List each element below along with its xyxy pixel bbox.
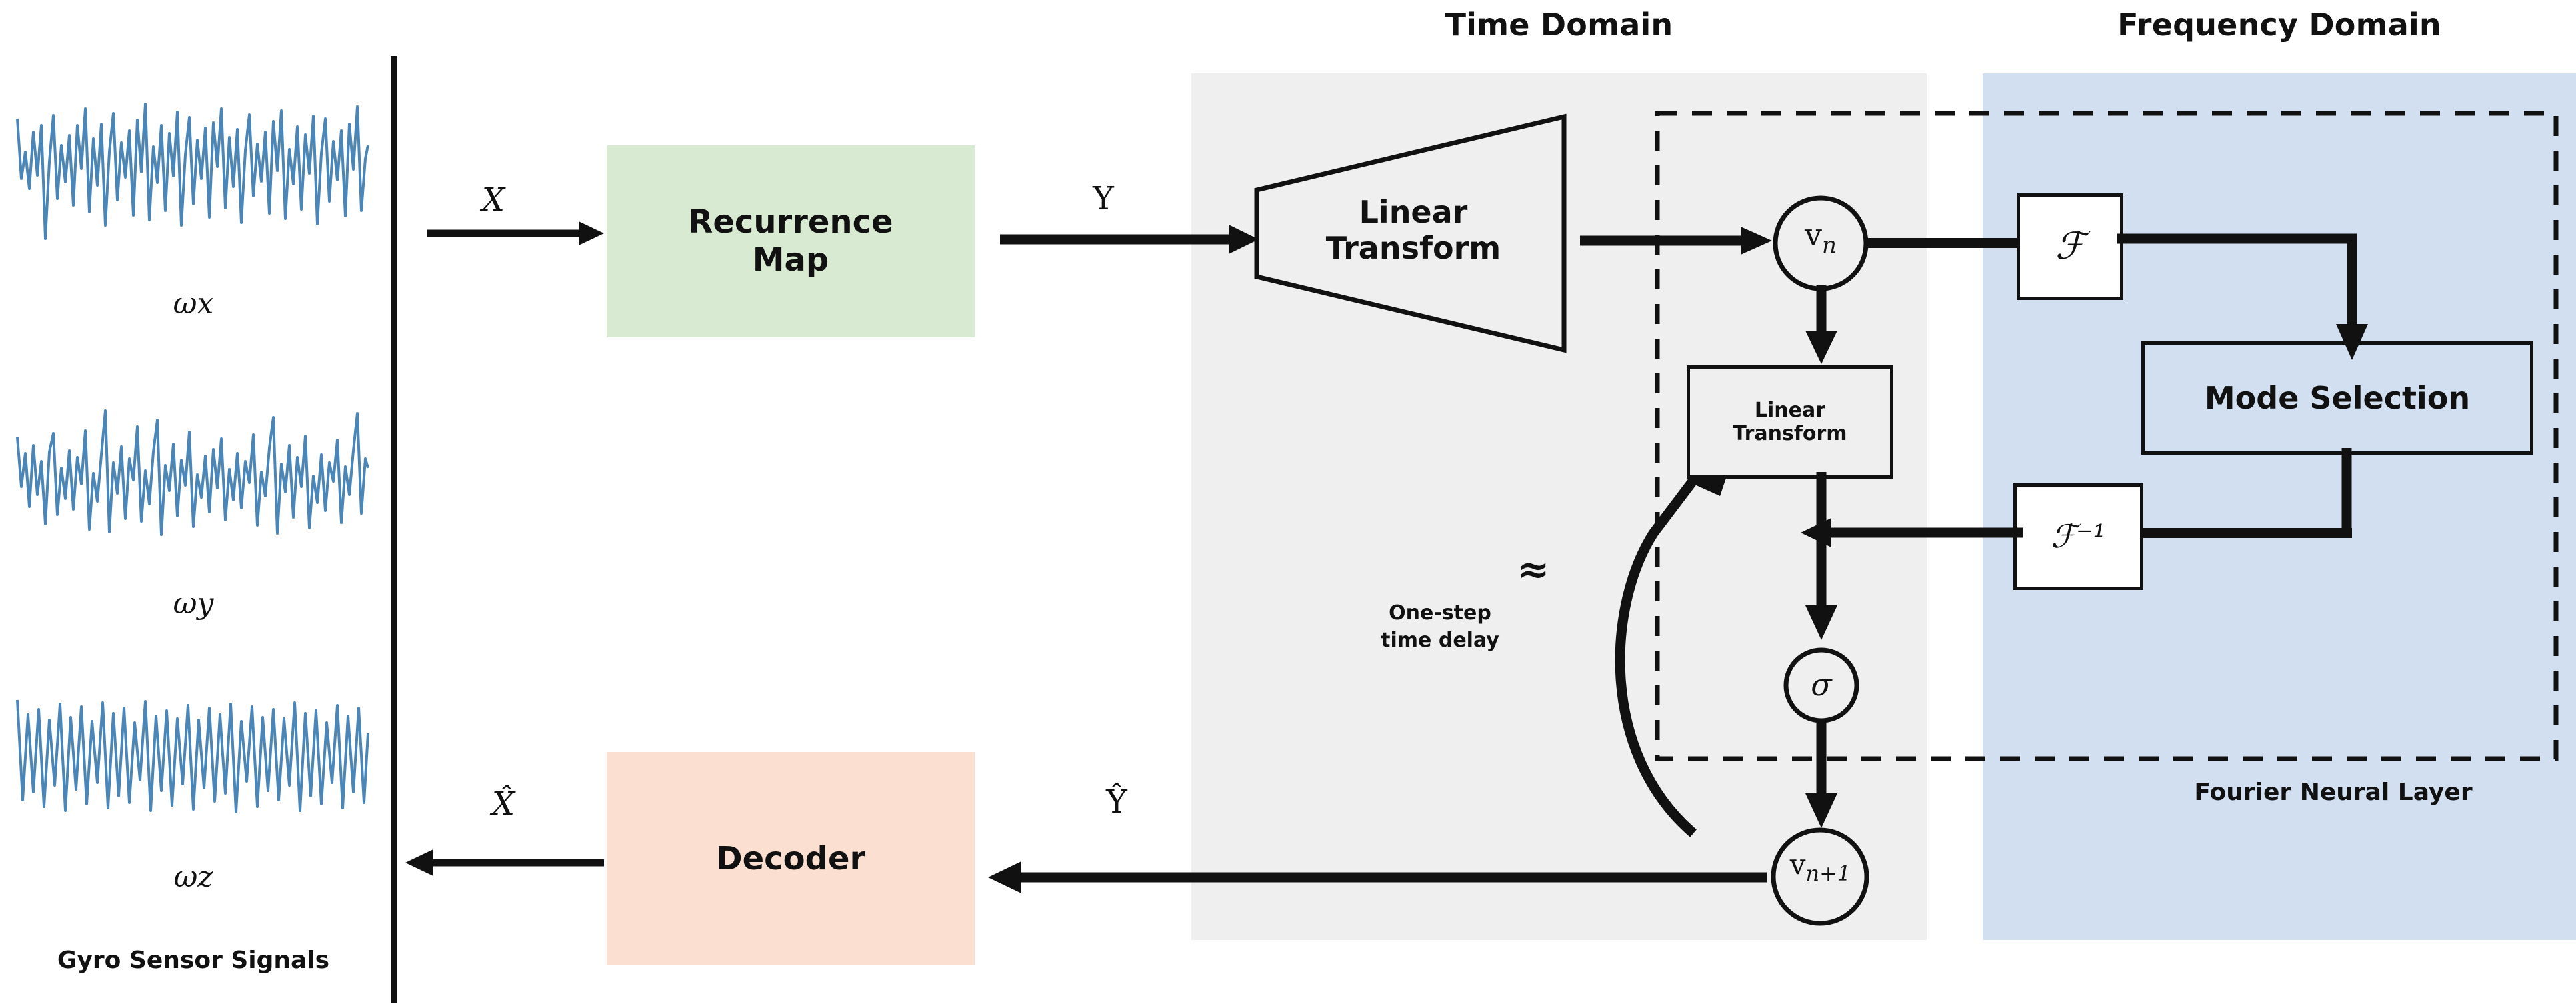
arrow-linear-transform-to-vn (1580, 227, 1772, 255)
mode-selection-label: Mode Selection (2204, 379, 2471, 416)
edge-inverse-fourier-right-leg (2133, 528, 2352, 538)
node-sigma-circle[interactable] (1781, 645, 1861, 725)
one-step-time-delay-label: One-step time delay (1327, 600, 1553, 654)
linear-transform-big-label: Linear Transform (1260, 153, 1567, 307)
edge-mode-selection-to-inverse-fourier (2341, 448, 2352, 538)
recurrence-map-label-line2: Map (752, 241, 829, 279)
node-vn-base: v (1805, 217, 1823, 253)
fourier-neural-layer-label: Fourier Neural Layer (2194, 779, 2473, 806)
node-vnp1-circle[interactable] (1765, 825, 1875, 929)
signal-label-omega-x: ωx (173, 287, 214, 321)
arrow-sigma-to-vnp1 (1805, 723, 1837, 828)
time-domain-title: Time Domain (1445, 7, 1673, 43)
small-linear-transform-block[interactable]: Linear Transform (1687, 365, 1893, 479)
recurrence-map-label-line1: Recurrence (688, 203, 893, 241)
arrow-small-linear-transform-to-sigma (1805, 472, 1837, 640)
edge-label-y: Y (1093, 180, 1114, 217)
signal-trace-omega-z (16, 699, 369, 813)
decoder-label: Decoder (715, 839, 866, 877)
arrow-x-to-recurrence-map (427, 221, 604, 245)
delay-line-2: time delay (1381, 628, 1499, 652)
fourier-neural-layer-dashed-box (1655, 111, 2559, 761)
decoder-block[interactable]: Decoder (607, 752, 975, 965)
linear-transform-big-line2: Transform (1325, 230, 1501, 266)
inverse-fourier-transform-block[interactable]: ℱ⁻¹ (2013, 483, 2143, 590)
mode-selection-block[interactable]: Mode Selection (2141, 341, 2533, 455)
node-vnp1-subscript: n+1 (1805, 861, 1851, 887)
linear-transform-big-line1: Linear (1359, 193, 1468, 230)
signals-panel-caption: Gyro Sensor Signals (57, 947, 330, 974)
edge-label-x-in: X (481, 181, 505, 219)
signal-label-omega-y: ωy (173, 587, 214, 621)
arrow-y-to-linear-transform (1000, 225, 1259, 254)
edge-label-y-hat: Ŷ (1106, 783, 1127, 821)
node-vn-subscript: n (1822, 231, 1837, 259)
arrow-vnp1-to-decoder (988, 861, 1767, 893)
arrow-vn-to-small-linear-transform (1805, 285, 1837, 364)
edge-vn-to-fourier (1867, 238, 2020, 248)
linear-transform-trapezoid[interactable] (1253, 113, 1573, 353)
edge-label-x-hat: X̂ (491, 785, 515, 823)
node-vn-label: vn (1771, 217, 1871, 259)
panel-divider (391, 56, 397, 1003)
node-vnp1-label: vn+1 (1765, 848, 1875, 886)
arrow-decoder-to-signals (405, 849, 604, 876)
fourier-transform-block[interactable]: ℱ (2017, 193, 2123, 300)
time-domain-region (1191, 73, 1927, 940)
approx-symbol: ≈ (1517, 547, 1550, 592)
node-vnp1-base: v (1789, 848, 1806, 881)
recurrence-map-block[interactable]: Recurrence Map (607, 145, 975, 337)
frequency-domain-title: Frequency Domain (2117, 7, 2441, 43)
small-linear-transform-line1: Linear (1754, 398, 1826, 422)
signal-trace-omega-x (16, 103, 369, 240)
delay-line-1: One-step (1389, 601, 1491, 625)
signal-label-omega-z: ωz (173, 860, 213, 894)
recurrence-map-label: Recurrence Map (688, 203, 893, 279)
signal-trace-omega-y (16, 409, 369, 536)
node-sigma-label: σ (1811, 667, 1832, 703)
small-linear-transform-line2: Transform (1733, 422, 1847, 445)
inverse-fourier-symbol: ℱ⁻¹ (2051, 517, 2106, 555)
fourier-symbol: ℱ (2055, 224, 2085, 268)
